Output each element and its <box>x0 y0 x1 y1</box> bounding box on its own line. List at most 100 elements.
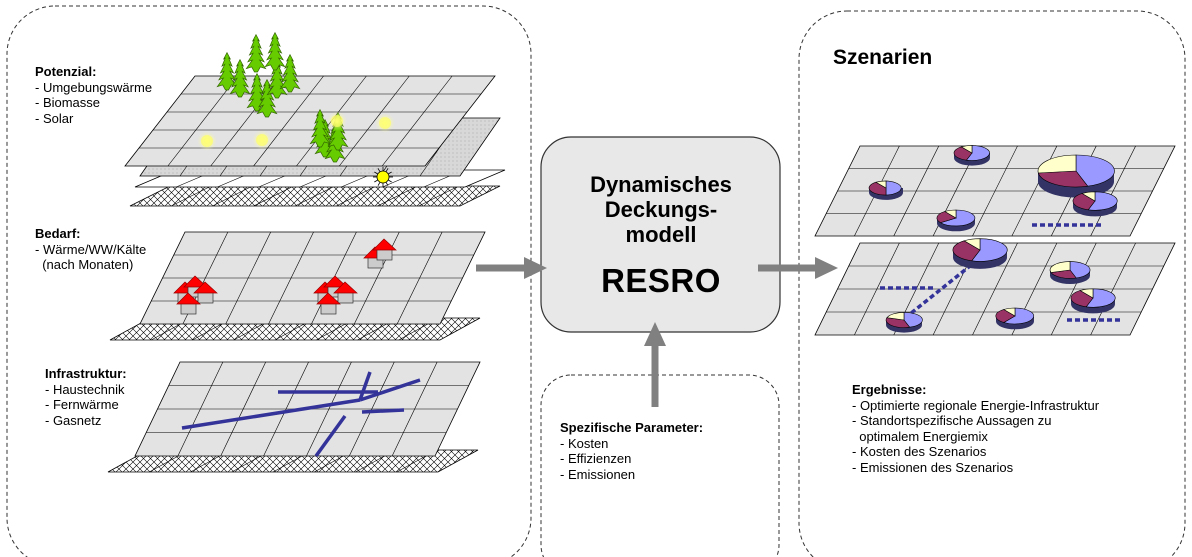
house-icon <box>193 281 218 304</box>
potenzial-title: Potenzial: <box>35 64 97 79</box>
bedarf-item: - Wärme/WW/Kälte <box>35 241 147 257</box>
ergebnisse-legend: Ergebnisse: - Optimierte regionale Energ… <box>852 382 1099 475</box>
sun-disc <box>379 117 391 129</box>
pie-slice <box>995 309 1016 323</box>
tree-icon <box>309 108 331 148</box>
tree-shape <box>264 31 286 71</box>
house-icon <box>333 281 358 304</box>
infrastruktur-item: - Fernwärme <box>45 397 119 412</box>
pie-slice <box>1072 193 1096 211</box>
ergebnisse-item: optimalem Energiemix <box>852 428 988 444</box>
arrow-to-model-head <box>524 257 547 279</box>
sun-icon <box>327 111 347 131</box>
grid-line <box>381 75 453 167</box>
house-roof <box>183 275 208 288</box>
pie-slice <box>1081 191 1096 202</box>
pie-icon <box>868 180 903 200</box>
tree-icon <box>216 51 238 91</box>
network-line <box>358 371 372 401</box>
grid-line <box>253 185 294 207</box>
network-line <box>181 398 361 430</box>
sun-ray <box>385 181 389 186</box>
model-title-line: modell <box>625 222 697 247</box>
pie-slice <box>1085 288 1116 308</box>
pie-slice <box>1070 290 1094 308</box>
pie-slice <box>953 146 973 161</box>
sun-disc <box>201 135 213 147</box>
sun-ray <box>374 171 379 175</box>
house-roof <box>316 292 341 305</box>
parameter-group-frame <box>540 374 780 557</box>
pie-icon <box>1070 288 1116 314</box>
house-icon <box>316 292 341 315</box>
network-line <box>359 378 421 402</box>
model-title-line: Dynamisches <box>590 172 732 197</box>
sun-ray <box>377 168 381 173</box>
scenario-group-frame <box>798 10 1186 557</box>
parameter-legend: Spezifische Parameter: - Kosten - Effizi… <box>560 420 703 482</box>
arrow-to-scenarios-head <box>815 257 838 279</box>
pie-slice <box>1037 154 1077 174</box>
grid-line <box>253 75 324 167</box>
house-roof <box>176 292 201 305</box>
bedarf-legend: Bedarf: - Wärme/WW/Kälte (nach Monaten) <box>35 226 146 273</box>
pie-slice <box>944 209 957 219</box>
ergebnisse-title: Ergebnisse: <box>852 382 927 397</box>
pie-slice <box>936 211 957 224</box>
tree-icon <box>229 58 251 98</box>
tree-shape <box>216 51 238 91</box>
grid-line <box>212 185 253 207</box>
model-title: Dynamisches Deckungs- modell <box>541 172 781 247</box>
pie-slice <box>1003 307 1035 325</box>
sun-ray <box>387 171 392 175</box>
pie-slice <box>1003 307 1016 317</box>
pie-slice <box>1079 288 1094 299</box>
grid-plane <box>124 75 496 167</box>
pie-icon <box>1072 191 1118 217</box>
sun-disc <box>331 115 343 127</box>
tree-icon <box>279 53 301 93</box>
tree-shape <box>279 53 301 93</box>
grid-line <box>339 75 410 167</box>
network-line <box>314 414 347 458</box>
pie-slice <box>1069 261 1091 279</box>
tree-shape <box>229 58 251 98</box>
infrastruktur-title: Infrastruktur: <box>45 366 127 381</box>
grid-line <box>377 185 418 207</box>
network-line <box>361 408 405 414</box>
sun-icon <box>197 131 217 151</box>
infrastruktur-legend: Infrastruktur: - Haustechnik - Fernwärme… <box>45 366 127 428</box>
arrow-from-parameters-head <box>644 322 666 346</box>
network-dashed-line <box>903 256 982 320</box>
pie-slice <box>971 238 1008 262</box>
grid-line <box>336 185 377 207</box>
sun-disc <box>256 134 268 146</box>
sun-ray <box>387 179 392 183</box>
sun-ray <box>385 168 389 173</box>
pie-icon <box>936 209 976 232</box>
pie-icon <box>952 238 1008 269</box>
pie-slice <box>885 180 902 196</box>
pie-slice <box>903 312 923 328</box>
sun-icon <box>252 130 272 150</box>
tree-shape <box>309 108 331 148</box>
house-roof <box>323 275 348 288</box>
parameter-title: Spezifische Parameter: <box>560 420 704 435</box>
sun-ray <box>377 181 381 186</box>
pie-slice <box>1049 261 1071 273</box>
tree-shape <box>245 33 267 73</box>
potenzial-legend: Potenzial: - Umgebungswärme - Biomasse -… <box>35 64 152 126</box>
ergebnisse-item: - Standortspezifische Aussagen zu <box>852 413 1052 428</box>
ergebnisse-item: - Optimierte regionale Energie-Infrastru… <box>852 397 1100 413</box>
house-roof <box>333 281 358 294</box>
pie-slice <box>1037 170 1089 188</box>
house-icon <box>176 292 201 315</box>
pie-icon <box>995 307 1035 330</box>
bedarf-title: Bedarf: <box>35 226 81 241</box>
input-group-frame <box>6 5 532 557</box>
pie-slice <box>963 238 981 251</box>
model-name: RESRO <box>601 262 721 299</box>
map-symbols <box>173 31 1122 458</box>
